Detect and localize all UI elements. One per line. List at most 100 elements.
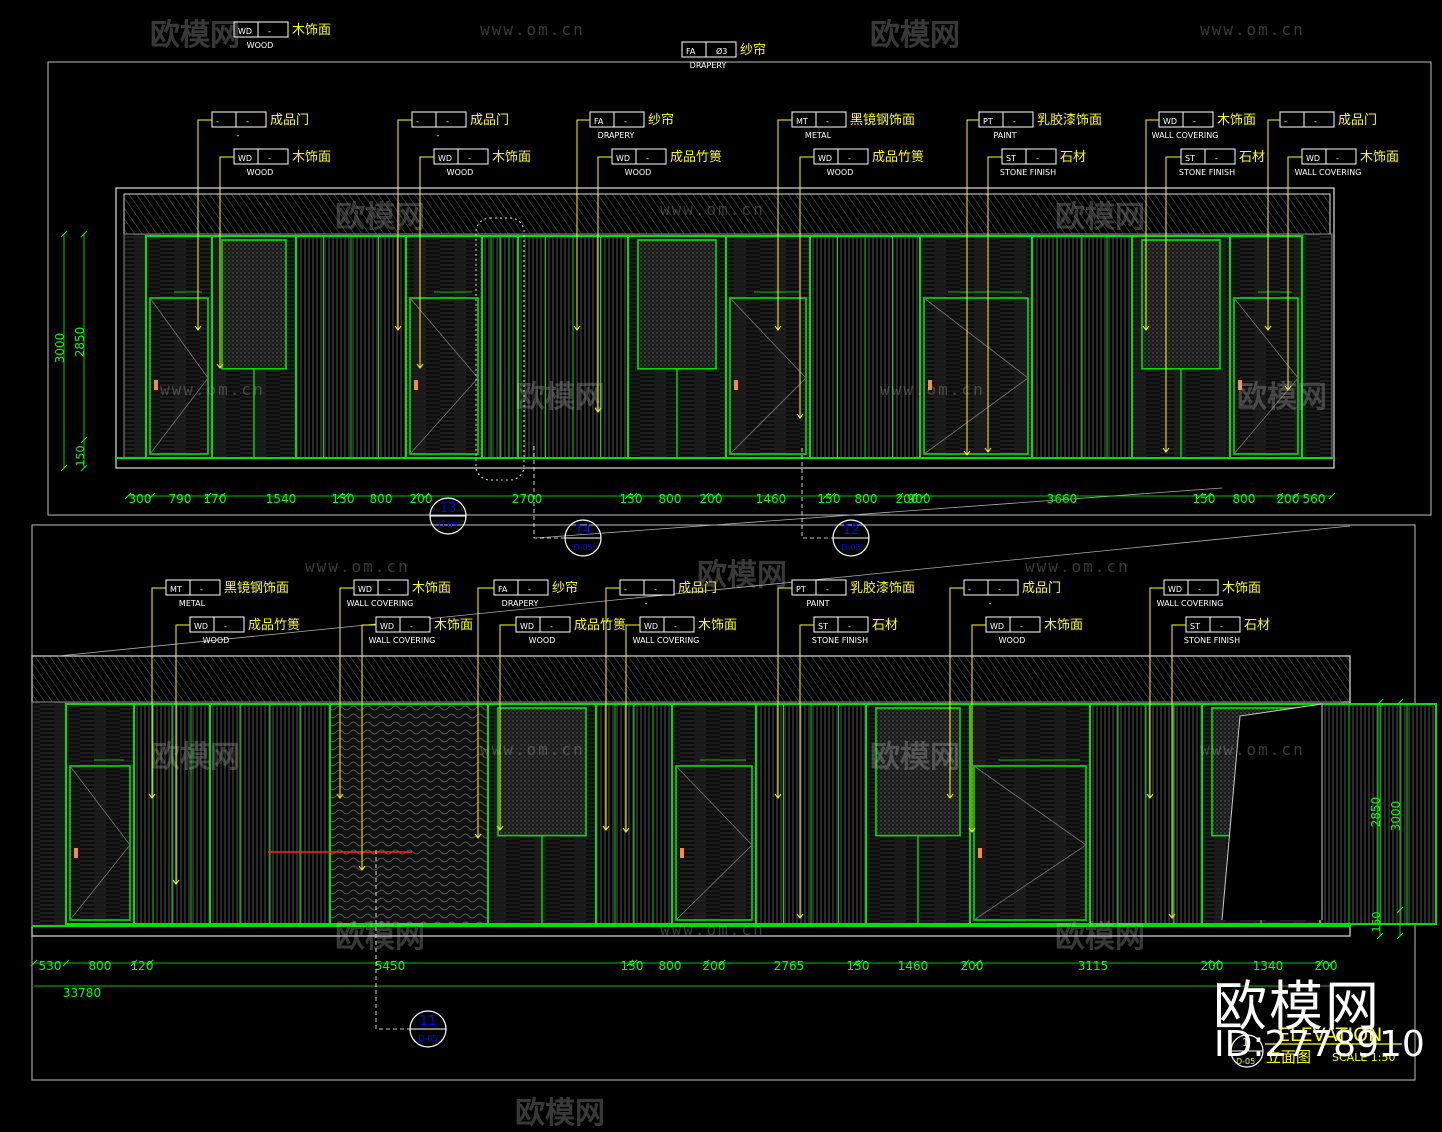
tag-cn-label: 成品竹篑 bbox=[248, 618, 300, 633]
tag-code: WD bbox=[438, 154, 452, 163]
tag-cn-label: 石材 bbox=[1239, 150, 1265, 165]
leader-arrow bbox=[963, 450, 971, 456]
tag-box bbox=[963, 579, 1019, 596]
leader-line bbox=[777, 119, 792, 330]
dimension-label: 170 bbox=[204, 492, 227, 506]
dimension-label: 800 bbox=[89, 959, 112, 973]
dimension-label: 1540 bbox=[266, 492, 297, 506]
tag-en-label: WALL COVERING bbox=[633, 636, 700, 645]
niche-panel bbox=[221, 239, 287, 370]
tag-box bbox=[1279, 111, 1335, 128]
dimension-label: 1460 bbox=[756, 492, 787, 506]
dimension-tick bbox=[204, 492, 212, 500]
door-handle bbox=[734, 380, 738, 390]
dimension-label: 200 bbox=[410, 492, 433, 506]
door-leaf bbox=[409, 297, 479, 455]
section-marker-ref: D-05 bbox=[438, 521, 457, 530]
dimension-tick bbox=[80, 436, 88, 444]
leader-arrow bbox=[594, 407, 602, 413]
top-elevation bbox=[115, 187, 1335, 539]
leader-arrow bbox=[336, 793, 344, 799]
leader-line bbox=[1171, 624, 1186, 918]
dimension-tick bbox=[974, 959, 982, 967]
tag-en-label: DRAPERY bbox=[690, 61, 727, 70]
tag-en-label: STONE FINISH bbox=[1184, 636, 1240, 645]
tag-en-label: WOOD bbox=[203, 636, 230, 645]
dimension-label: 800 bbox=[659, 492, 682, 506]
tag-number: - bbox=[624, 117, 627, 126]
tag-cn-label: 成品门 bbox=[1338, 113, 1377, 128]
brand-logo-text: 欧模网 bbox=[1213, 975, 1381, 1038]
dimension-label: 200 bbox=[700, 492, 723, 506]
dimension-tick bbox=[920, 492, 928, 500]
leader-arrow bbox=[946, 793, 954, 799]
tag-number: - bbox=[1314, 117, 1317, 126]
tag-code: - bbox=[968, 585, 971, 594]
leader-line bbox=[949, 587, 964, 798]
dimension-label: 200 bbox=[961, 959, 984, 973]
niche-panel bbox=[637, 239, 717, 370]
dimension-tick bbox=[62, 959, 70, 967]
leader-line bbox=[1287, 156, 1302, 390]
tag-cn-label: 石材 bbox=[1244, 618, 1270, 633]
niche-panel bbox=[1141, 239, 1221, 370]
leader-line bbox=[1267, 119, 1280, 330]
dimension-label: 790 bbox=[169, 492, 192, 506]
section-cut-path bbox=[375, 850, 410, 1030]
wall-panel bbox=[65, 703, 135, 925]
leader-line bbox=[799, 156, 814, 418]
dimension-tick bbox=[60, 464, 68, 472]
leader-line bbox=[1149, 587, 1164, 798]
tag-cn-label: 成品门 bbox=[270, 113, 309, 128]
leader-arrow bbox=[496, 825, 504, 831]
wall-panel bbox=[919, 235, 1033, 459]
tag-code: - bbox=[624, 585, 627, 594]
leader-arrow bbox=[416, 363, 424, 369]
tag-cn-label: 成品门 bbox=[1022, 581, 1061, 596]
tag-number: - bbox=[388, 585, 391, 594]
tag-cn-label: 黑镜钢饰面 bbox=[850, 113, 915, 128]
tag-number: - bbox=[410, 622, 413, 631]
tag-cn-label: 纱帘 bbox=[552, 580, 578, 596]
leader-line bbox=[339, 587, 354, 798]
tag-number: - bbox=[246, 117, 249, 126]
dimension-label: 3000 bbox=[1389, 801, 1403, 832]
leader-arrow bbox=[1162, 447, 1170, 453]
tag-en-label: WALL COVERING bbox=[369, 636, 436, 645]
leader-line bbox=[966, 119, 979, 455]
tag-en-label: - bbox=[645, 599, 648, 608]
tag-number: - bbox=[848, 154, 851, 163]
tag-cn-label: 木饰面 bbox=[1217, 113, 1256, 128]
dimension-label: 3660 bbox=[1047, 492, 1078, 506]
dimension-tick bbox=[1376, 698, 1384, 706]
tag-en-label: WALL COVERING bbox=[1295, 168, 1362, 177]
tag-cn-label: 木饰面 bbox=[1360, 150, 1399, 165]
tag-en-label: WOOD bbox=[827, 168, 854, 177]
bottom-elevation bbox=[31, 525, 1437, 937]
top-ceiling-band bbox=[123, 193, 1331, 235]
section-cut-path bbox=[533, 446, 565, 539]
leader-arrow bbox=[774, 325, 782, 331]
tag-number: - bbox=[1036, 154, 1039, 163]
tag-code: WD bbox=[1163, 117, 1177, 126]
leader-line bbox=[397, 119, 412, 330]
tag-code: - bbox=[216, 117, 219, 126]
tag-cn-label: 成品竹篑 bbox=[872, 150, 924, 165]
dimension-tick bbox=[852, 959, 860, 967]
tag-code: WD bbox=[238, 154, 252, 163]
wall-panel bbox=[405, 235, 483, 459]
tag-box bbox=[233, 21, 289, 38]
tag-number: - bbox=[268, 27, 271, 36]
tag-code: WD bbox=[1168, 585, 1182, 594]
section-marker-number: 14 bbox=[575, 523, 592, 538]
section-marker-number: 13 bbox=[440, 501, 457, 516]
tag-code: WD bbox=[358, 585, 372, 594]
tag-cn-label: 纱帘 bbox=[740, 42, 766, 58]
dimension-tick bbox=[124, 492, 132, 500]
tag-code: WD bbox=[380, 622, 394, 631]
dimension-tick bbox=[718, 959, 726, 967]
tag-en-label: WALL COVERING bbox=[347, 599, 414, 608]
dimension-tick bbox=[702, 492, 710, 500]
